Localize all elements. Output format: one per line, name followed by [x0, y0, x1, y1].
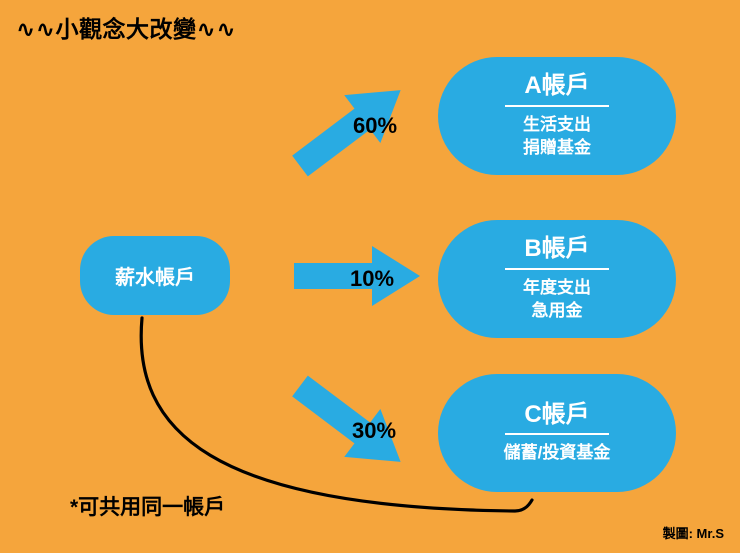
divider [505, 433, 609, 436]
account-item: 生活支出 [523, 114, 591, 134]
account-box-c: C帳戶 儲蓄/投資基金 [438, 374, 676, 492]
account-item: 年度支出 [523, 277, 591, 297]
account-box-a: A帳戶 生活支出 捐贈基金 [438, 57, 676, 175]
account-name: C帳戶 [524, 400, 590, 428]
shared-account-footnote: *可共用同一帳戶 [70, 496, 226, 519]
divider [505, 267, 609, 270]
salary-account-label: 薪水帳戶 [115, 267, 195, 289]
flow-percent-c: 30% [352, 418, 397, 443]
flow-percent-b: 10% [350, 266, 395, 291]
account-item: 捐贈基金 [523, 138, 591, 158]
account-item: 急用金 [531, 301, 583, 321]
divider [505, 104, 609, 107]
salary-account-node: 薪水帳戶 [80, 236, 230, 315]
credit-label: 製圖: Mr.S [662, 526, 724, 541]
account-name: B帳戶 [524, 234, 590, 262]
up-right-arrow-icon [292, 90, 401, 177]
account-name: A帳戶 [524, 71, 590, 99]
right-arrow-icon [294, 246, 420, 306]
flow-percent-a: 60% [353, 113, 398, 138]
page-title: ∿∿小觀念大改變∿∿ [16, 16, 237, 42]
account-box-b: B帳戶 年度支出 急用金 [438, 220, 676, 338]
shared-account-curve [139, 316, 534, 513]
down-right-arrow-icon [292, 375, 401, 462]
account-item: 儲蓄/投資基金 [503, 443, 611, 463]
